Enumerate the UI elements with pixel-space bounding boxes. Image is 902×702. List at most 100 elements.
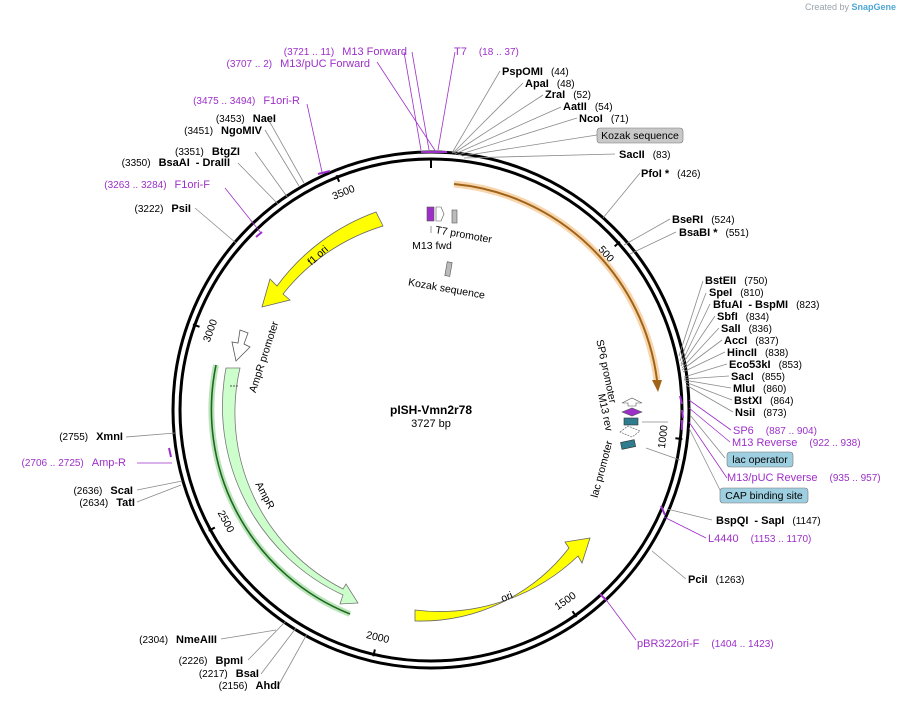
- enzyme-pspomi[interactable]: PspOMI(44): [502, 66, 569, 78]
- enzyme-apai[interactable]: ApaI(48): [525, 78, 575, 90]
- enzyme-sbfi[interactable]: SbfI(834): [717, 311, 769, 323]
- enzyme-bfuai[interactable]: BfuAI- BspMI(823): [713, 299, 819, 311]
- primer-mark-f1ori-f: [255, 231, 263, 238]
- enzyme-bsai[interactable]: (2217)BsaI: [199, 668, 259, 680]
- kozak-inner-box[interactable]: [444, 261, 453, 277]
- cap-binding-box-label[interactable]: CAP binding site: [719, 487, 809, 504]
- enzyme-naei[interactable]: (3453)NaeI: [216, 113, 276, 125]
- m13-rev-feature[interactable]: [621, 407, 643, 417]
- enzyme-zrai[interactable]: ZraI(52): [545, 89, 591, 101]
- kozak-inner-label: Kozak sequence: [407, 276, 486, 301]
- enzyme-sacii[interactable]: SacII(83): [619, 149, 670, 161]
- orf-arc: [453, 183, 658, 381]
- enzyme-eco53ki[interactable]: Eco53kI(853): [729, 359, 802, 371]
- lac-promoter-label: lac promoter: [589, 439, 616, 499]
- primer-labels: (3721 .. 11)M13 Forward (3707 .. 2)M13/p…: [22, 46, 881, 650]
- primer-t7[interactable]: T7(18 .. 37): [454, 46, 519, 58]
- tick-label-1500: 1500: [552, 590, 578, 613]
- enzyme-xmni[interactable]: (2755)XmnI: [59, 431, 123, 443]
- f1-ori-arrow[interactable]: [261, 211, 384, 308]
- m13-fwd-label: M13 fwd: [412, 240, 452, 252]
- enzyme-pcii[interactable]: PciI(1263): [688, 574, 744, 586]
- enzyme-bseri[interactable]: BseRI(524): [672, 214, 735, 226]
- tick-mark-3500: [335, 174, 341, 183]
- ampr-promoter-arrow[interactable]: [231, 329, 251, 362]
- primer-m13puc-forward[interactable]: (3707 .. 2)M13/pUC Forward: [227, 58, 370, 70]
- lac-operator-box-label[interactable]: lac operator: [726, 451, 794, 468]
- lac-operator-box-text: lac operator: [732, 454, 788, 466]
- tick-mark-1000: [675, 437, 683, 441]
- sp6-promoter-feature[interactable]: [621, 397, 643, 407]
- enzyme-spei[interactable]: SpeI(810): [709, 287, 764, 299]
- enzyme-labels: PspOMI(44) ApaI(48) ZraI(52) AatII(54) N…: [59, 66, 820, 692]
- enzyme-scai[interactable]: (2636)ScaI: [73, 485, 133, 497]
- enzyme-bsaai[interactable]: (3350)BsaAI- DraIII: [122, 157, 230, 169]
- tick-mark-500: [613, 240, 621, 248]
- tick-label-1000: 1000: [656, 424, 671, 449]
- ori-label: ori: [499, 589, 514, 604]
- m13-fwd-feature[interactable]: [426, 206, 435, 222]
- primer-mark-m13-reverse: [681, 409, 684, 419]
- plasmid-length: 3727 bp: [411, 418, 451, 430]
- enzyme-nmeaiii[interactable]: (2304)NmeAIII: [139, 634, 217, 646]
- label-leader-lines: [125, 51, 734, 689]
- enzyme-ahdi[interactable]: (2156)AhdI: [219, 680, 280, 692]
- tick-label-3500: 3500: [330, 183, 356, 203]
- primer-mark-sp6: [679, 395, 683, 405]
- orf-arrowhead: [652, 380, 662, 392]
- kozak-box-label[interactable]: Kozak sequence: [596, 127, 684, 144]
- tick-label-2000: 2000: [365, 629, 391, 646]
- cap-binding-box-text: CAP binding site: [725, 490, 803, 502]
- enzyme-aatii[interactable]: AatII(54): [563, 101, 613, 113]
- primer-mark-l4440: [660, 505, 666, 516]
- primer-m13-forward[interactable]: (3721 .. 11)M13 Forward: [284, 46, 407, 58]
- primer-amp-r[interactable]: (2706 .. 2725)Amp-R: [22, 457, 127, 469]
- plasmid-name: pISH-Vmn2r78: [390, 403, 472, 417]
- primer-markers: [168, 151, 684, 601]
- enzyme-tati[interactable]: (2634)TatI: [79, 497, 135, 509]
- enzyme-ncoi[interactable]: NcoI(71): [579, 113, 629, 125]
- tick-label-3000: 3000: [201, 318, 220, 344]
- primer-m13puc-reverse[interactable]: M13/pUC Reverse(935 .. 957): [727, 472, 881, 484]
- enzyme-psii[interactable]: (3222)PsiI: [135, 203, 191, 215]
- enzyme-pfoi[interactable]: PfoI *(426): [641, 168, 700, 180]
- primer-l4440[interactable]: L4440(1153 .. 1170): [708, 533, 811, 545]
- enzyme-saci[interactable]: SacI(855): [731, 371, 785, 383]
- primer-pbr322ori-f[interactable]: pBR322ori-F(1404 .. 1423): [637, 638, 774, 650]
- enzyme-ngomiv[interactable]: (3451)NgoMIV: [184, 125, 263, 137]
- primer-f1ori-r[interactable]: (3475 .. 3494)F1ori-R: [193, 95, 300, 107]
- enzyme-sali[interactable]: SalI(836): [721, 323, 772, 335]
- t7-promoter-feature[interactable]: [435, 206, 445, 222]
- enzyme-hincii[interactable]: HincII(838): [727, 347, 788, 359]
- enzyme-bspqi[interactable]: BspQI- SapI(1147): [716, 515, 821, 527]
- enzyme-nsii[interactable]: NsiI(873): [735, 407, 787, 419]
- cap-binding-feature[interactable]: [620, 439, 637, 450]
- enzyme-bsteii[interactable]: BstEII(750): [705, 275, 768, 287]
- orf-arc-glow: [453, 180, 661, 381]
- primer-m13-reverse[interactable]: M13 Reverse(922 .. 938): [732, 437, 861, 449]
- primer-mark-pbr322ori-f: [599, 593, 607, 601]
- kozak-box-text: Kozak sequence: [601, 130, 679, 142]
- lac-operator-feature[interactable]: [623, 417, 639, 426]
- lac-promoter-feature[interactable]: [619, 425, 641, 438]
- enzyme-bstxi[interactable]: BstXI(864): [734, 395, 793, 407]
- enzyme-mlui[interactable]: MluI(860): [733, 383, 786, 395]
- t7-feature-box[interactable]: [451, 209, 458, 224]
- enzyme-bsabi[interactable]: BsaBI *(551): [679, 227, 749, 239]
- enzyme-btgzi[interactable]: (3351)BtgZI: [175, 146, 240, 158]
- primer-f1ori-f[interactable]: (3263 .. 3284)F1ori-F: [104, 179, 210, 191]
- enzyme-bpmi[interactable]: (2226)BpmI: [179, 655, 243, 667]
- primer-mark-f1ori-r: [317, 170, 331, 175]
- ampr-promoter-label: AmpR promoter: [247, 320, 281, 395]
- ampr-arrow[interactable]: [222, 367, 359, 605]
- ori-arrow[interactable]: [414, 537, 591, 622]
- tick-mark-2000: [372, 649, 376, 657]
- snapgene-credit: Created by SnapGene: [805, 2, 896, 12]
- tick-label-2500: 2500: [215, 508, 237, 534]
- inner-leader-2: [645, 447, 681, 461]
- primer-mark-amp-r: [168, 447, 172, 458]
- primer-sp6[interactable]: SP6(887 .. 904): [733, 425, 817, 437]
- tick-mark-3000: [192, 323, 200, 328]
- enzyme-acci[interactable]: AccI(837): [724, 335, 779, 347]
